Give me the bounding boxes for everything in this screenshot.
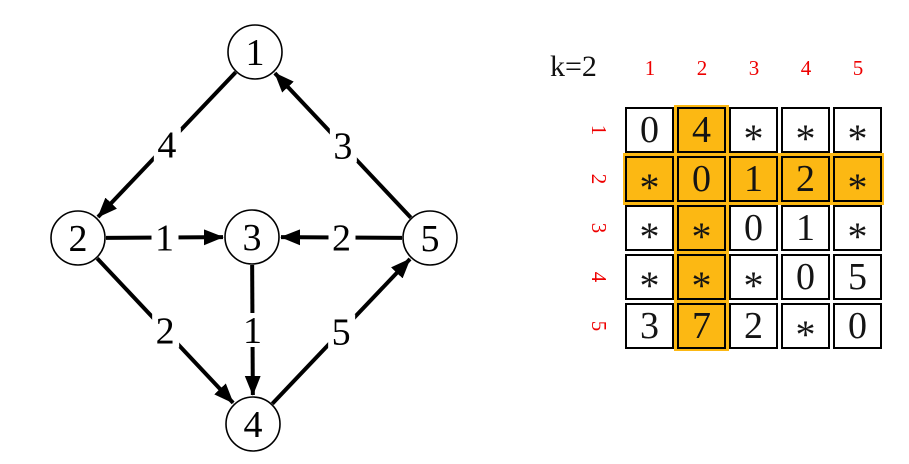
matrix-cell-2-5: * <box>833 156 882 208</box>
col-header-2: 2 <box>696 56 708 80</box>
row-header-1: 1 <box>587 124 611 136</box>
matrix-cell-5-2: 7 <box>677 303 726 349</box>
matrix-cell-3-2: * <box>677 205 726 257</box>
col-header-3: 3 <box>748 56 760 80</box>
weighted-digraph: 4 3 1 2 2 1 5 1 2 3 4 5 <box>50 24 458 452</box>
graph-node-5 <box>402 210 458 266</box>
row-header-4: 4 <box>587 271 611 283</box>
matrix-cell-3-3: 0 <box>729 205 778 251</box>
edge-weight-label: 2 <box>332 218 351 260</box>
graph-node-4 <box>225 396 281 452</box>
matrix-cell-4-5: 5 <box>833 254 882 300</box>
row-header-5: 5 <box>587 320 611 332</box>
highlight-row-strip <box>623 153 884 205</box>
matrix-cell-5-4: * <box>781 303 830 355</box>
edge-weight-label: 1 <box>155 218 174 260</box>
matrix-cell-3-1: * <box>625 205 674 257</box>
matrix-cell-4-2: * <box>677 254 726 306</box>
col-header-4: 4 <box>800 56 812 80</box>
matrix-cell-1-4: * <box>781 107 830 159</box>
node-label: 4 <box>244 404 263 446</box>
graph-node-1 <box>227 24 283 80</box>
distance-matrix: 0 4 * * * * 0 1 2 * * * 0 1 * * * * 0 5 … <box>623 105 884 355</box>
col-header-1: 1 <box>644 56 656 80</box>
matrix-cell-4-1: * <box>625 254 674 306</box>
k-step-label: k=2 <box>550 50 597 83</box>
matrix-cell-2-2: 0 <box>677 156 726 202</box>
matrix-cell-3-4: 1 <box>781 205 830 251</box>
node-label: 1 <box>246 32 265 74</box>
matrix-cell-1-5: * <box>833 107 882 159</box>
matrix-cell-2-3: 1 <box>729 156 778 202</box>
edge-weight-label: 5 <box>332 311 351 353</box>
edge-weight-label: 3 <box>333 125 352 167</box>
matrix-cell-3-5: * <box>833 205 882 257</box>
edge-weight-label: 4 <box>157 125 176 167</box>
node-label: 5 <box>421 218 440 260</box>
edge-weight-label: 2 <box>156 311 175 353</box>
graph-node-2 <box>50 210 106 266</box>
matrix-cell-1-2: 4 <box>677 107 726 153</box>
node-label: 2 <box>69 218 88 260</box>
highlight-col-strip <box>674 105 729 351</box>
row-header-2: 2 <box>587 173 611 185</box>
matrix-cell-1-3: * <box>729 107 778 159</box>
node-label: 3 <box>243 217 262 259</box>
edge-weight-label: 1 <box>243 310 262 352</box>
matrix-cell-2-4: 2 <box>781 156 830 202</box>
row-header-3: 3 <box>587 222 611 234</box>
matrix-cell-5-3: 2 <box>729 303 778 349</box>
matrix-cell-1-1: 0 <box>625 107 674 153</box>
graph-node-3 <box>224 209 280 265</box>
matrix-cell-5-5: 0 <box>833 303 882 349</box>
matrix-cell-2-1: * <box>625 156 674 208</box>
matrix-cell-5-1: 3 <box>625 303 674 349</box>
col-header-5: 5 <box>852 56 864 80</box>
matrix-cell-4-4: 0 <box>781 254 830 300</box>
matrix-cell-4-3: * <box>729 254 778 306</box>
